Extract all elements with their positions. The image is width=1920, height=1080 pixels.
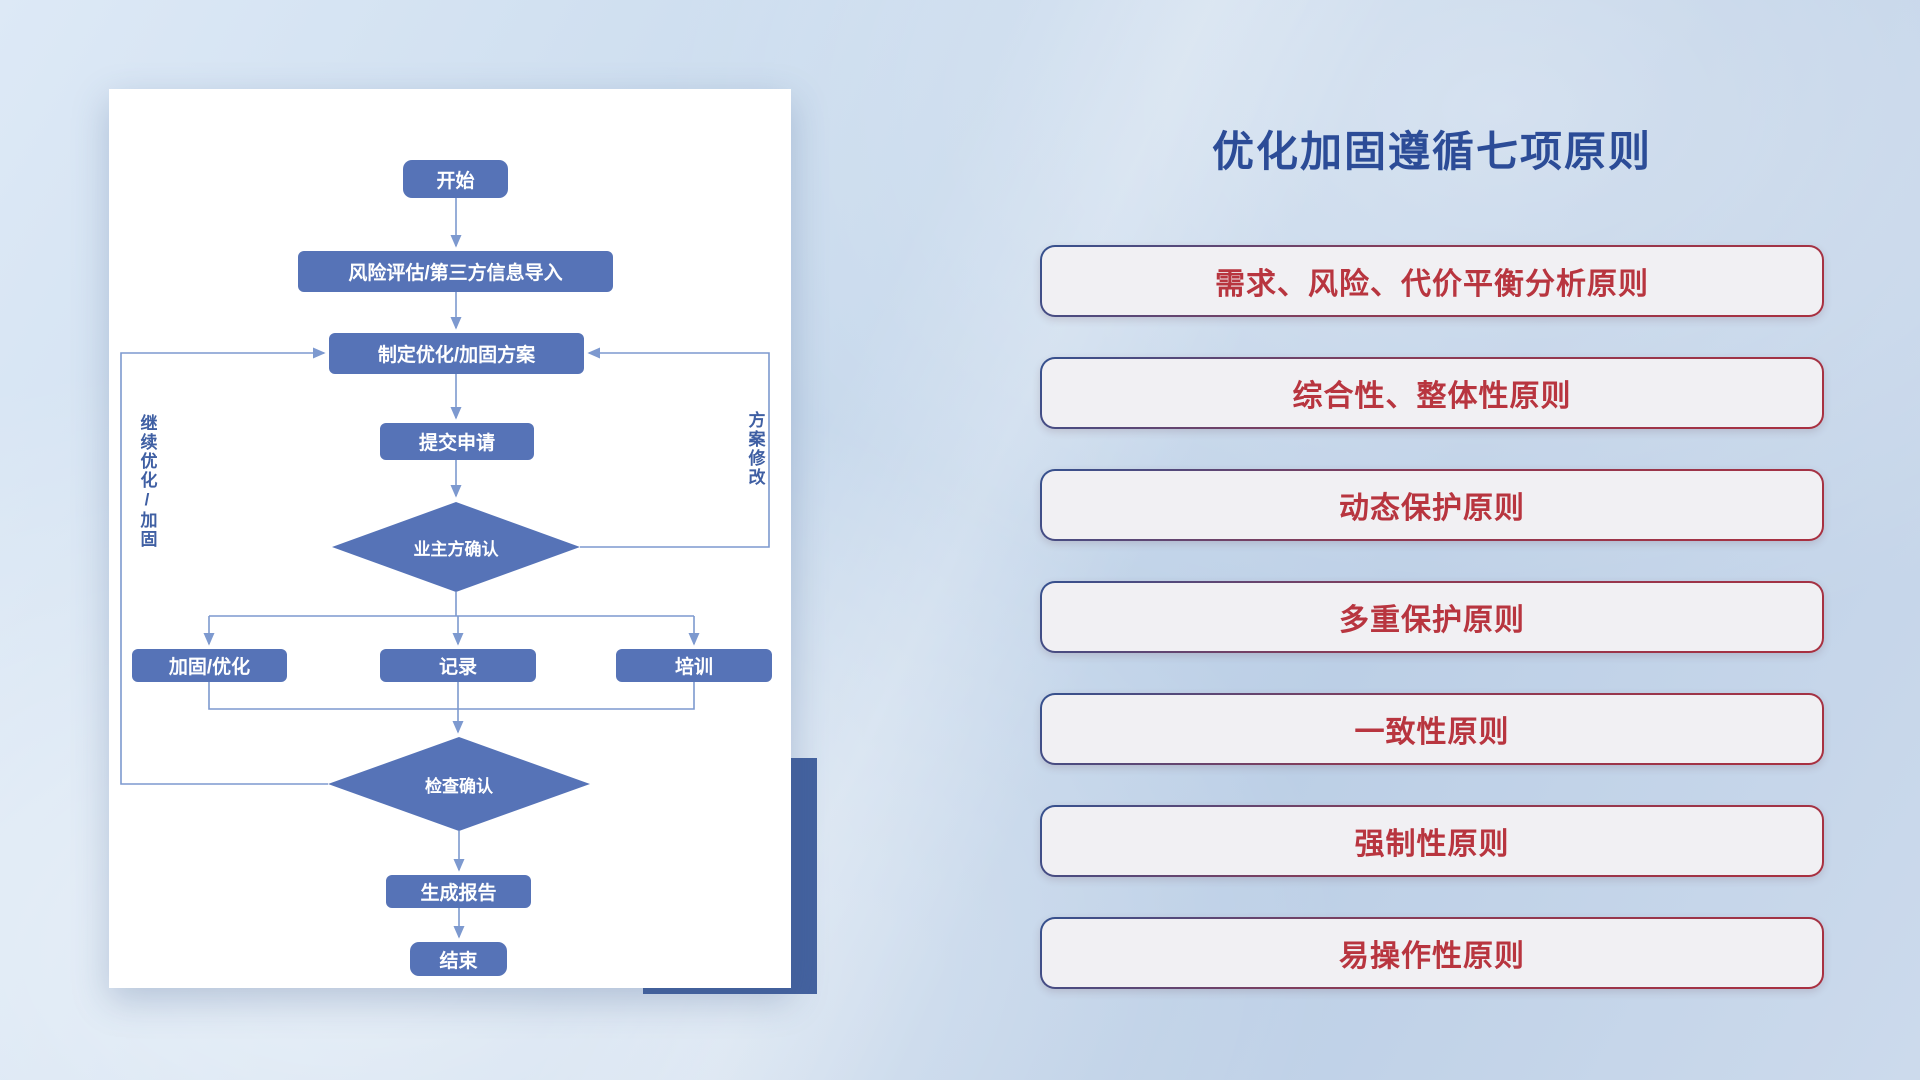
node-train: 培训 bbox=[616, 649, 772, 682]
node-end: 结束 bbox=[410, 942, 507, 976]
node-report: 生成报告 bbox=[386, 875, 531, 908]
principles-title: 优化加固遵循七项原则 bbox=[1211, 128, 1652, 175]
flowchart-connectors bbox=[120, 198, 770, 939]
principle-label: 多重保护原则 bbox=[1339, 604, 1525, 637]
label-continue-loop: 继续优化/加固 bbox=[137, 413, 157, 549]
check-confirm-diamond bbox=[328, 737, 590, 831]
node-start: 开始 bbox=[403, 160, 508, 198]
principle-label: 动态保护原则 bbox=[1339, 492, 1525, 525]
node-make-plan: 制定优化/加固方案 bbox=[329, 333, 584, 374]
node-record: 记录 bbox=[380, 649, 536, 682]
node-owner-confirm-label: 业主方确认 bbox=[413, 539, 499, 559]
principle-item: 多重保护原则 bbox=[1040, 581, 1824, 653]
principle-item: 动态保护原则 bbox=[1040, 469, 1824, 541]
principle-label: 综合性、整体性原则 bbox=[1292, 380, 1572, 413]
node-risk-assess: 风险评估/第三方信息导入 bbox=[298, 251, 613, 292]
principle-label: 需求、风险、代价平衡分析原则 bbox=[1215, 268, 1649, 301]
node-reinforce: 加固/优化 bbox=[132, 649, 287, 682]
principles-list: 需求、风险、代价平衡分析原则 综合性、整体性原则 动态保护原则 多重保护原则 一… bbox=[1040, 245, 1824, 989]
principle-item: 需求、风险、代价平衡分析原则 bbox=[1040, 245, 1824, 317]
node-submit: 提交申请 bbox=[380, 423, 534, 460]
node-check-confirm-label: 检查确认 bbox=[425, 776, 493, 796]
principle-item: 一致性原则 bbox=[1040, 693, 1824, 765]
principle-item: 综合性、整体性原则 bbox=[1040, 357, 1824, 429]
principle-item: 易操作性原则 bbox=[1040, 917, 1824, 989]
owner-confirm-diamond bbox=[332, 502, 580, 592]
principle-label: 一致性原则 bbox=[1354, 716, 1510, 749]
principle-label: 强制性原则 bbox=[1354, 828, 1510, 861]
label-modify-loop: 方案修改 bbox=[745, 411, 765, 487]
principle-label: 易操作性原则 bbox=[1339, 940, 1525, 973]
flowchart-card: 开始 风险评估/第三方信息导入 制定优化/加固方案 提交申请 业主方确认 加固/… bbox=[109, 89, 791, 988]
principle-item: 强制性原则 bbox=[1040, 805, 1824, 877]
